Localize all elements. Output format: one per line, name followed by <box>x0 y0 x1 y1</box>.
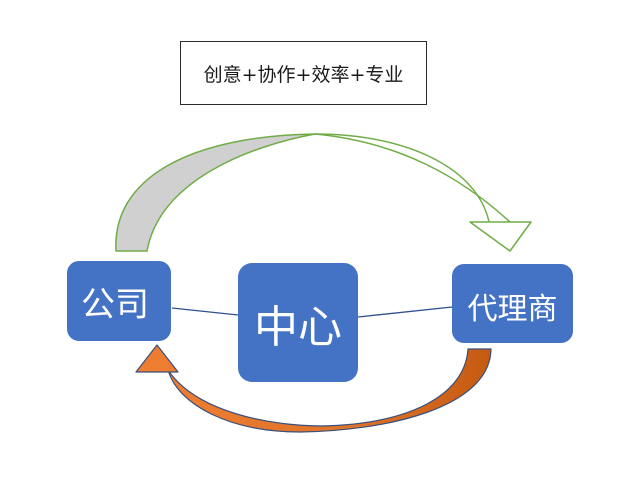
node-company: 公司 <box>67 261 171 341</box>
bottom-curved-arrow <box>135 344 492 433</box>
node-agent: 代理商 <box>452 264 573 343</box>
caption-box: 创意+协作+效率+专业 <box>180 41 427 105</box>
bottom-arrow-head <box>135 344 179 373</box>
node-center-label: 中心 <box>254 301 342 353</box>
top-arrow-shaded-body <box>115 133 316 252</box>
top-curved-arrow <box>115 133 532 252</box>
top-arrow-outer-edge <box>314 133 490 223</box>
connector-left-center <box>171 307 239 316</box>
top-arrow-inner-edge <box>314 133 511 223</box>
top-arrow-head <box>469 221 532 252</box>
connector-center-right <box>357 306 453 318</box>
node-center: 中心 <box>238 263 358 382</box>
node-company-label: 公司 <box>81 285 149 325</box>
node-agent-label: 代理商 <box>467 292 558 327</box>
caption-text: 创意+协作+效率+专业 <box>203 63 404 86</box>
